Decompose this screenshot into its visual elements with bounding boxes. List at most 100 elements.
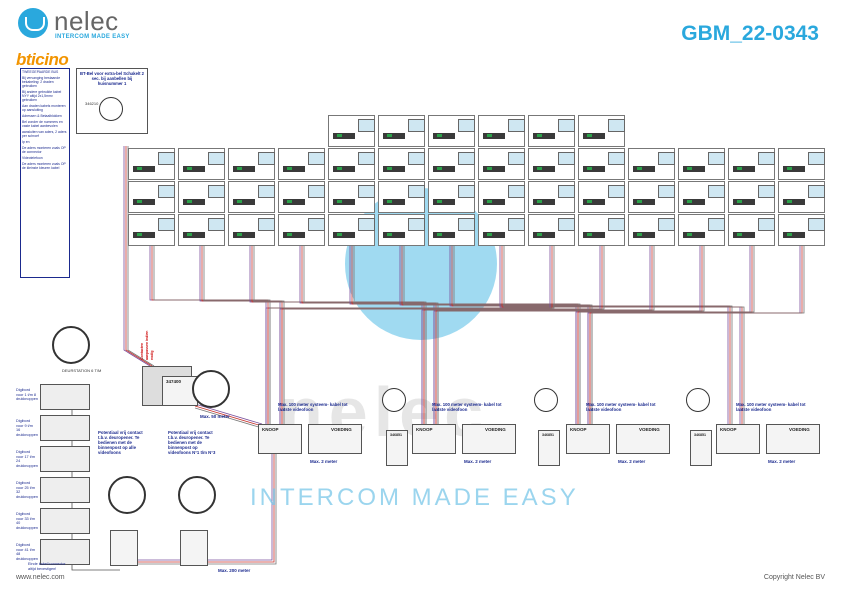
terminal-green (587, 233, 592, 236)
terminal-green (237, 167, 242, 170)
terminal-block (733, 166, 755, 172)
terminal-block (783, 166, 805, 172)
riser-wire (399, 246, 589, 424)
distributor-note: Max. 100 meter systeem- kabel tot laatst… (432, 402, 502, 412)
videophone-unit (778, 148, 825, 180)
terminal-green (337, 233, 342, 236)
videophone-unit (378, 181, 425, 213)
terminal-block (383, 232, 405, 238)
terminal-block (133, 199, 155, 205)
videophone-unit (528, 214, 575, 246)
terminal-block (433, 166, 455, 172)
entrance-module (40, 477, 90, 503)
terminal-block (483, 133, 505, 139)
terminal-green (537, 134, 542, 137)
control-zoom-icon (192, 370, 230, 408)
videophone-unit (428, 181, 475, 213)
knoop-label: KNOOP (570, 427, 587, 432)
riser-wire (435, 246, 703, 424)
terminal-green (687, 233, 692, 236)
terminal-green (637, 200, 642, 203)
riser-wire (299, 246, 435, 424)
videophone-screen (608, 218, 625, 231)
terminal-green (437, 167, 442, 170)
terminal-green (737, 167, 742, 170)
videophone-unit (178, 148, 225, 180)
videophone-screen (158, 218, 175, 231)
videophone-unit (578, 148, 625, 180)
repeater-module: 346851 (538, 430, 560, 466)
knoop-module: KNOOP (716, 424, 760, 454)
terminal-green (537, 233, 542, 236)
knoop-module: KNOOP (412, 424, 456, 454)
videophone-screen (758, 152, 775, 165)
terminal-green (137, 233, 142, 236)
videophone-screen (558, 185, 575, 198)
terminal-green (387, 200, 392, 203)
videophone-screen (508, 152, 525, 165)
power-module: VOEDING (616, 424, 670, 454)
repeater-code: 346851 (694, 433, 706, 437)
terminal-green (137, 200, 142, 203)
brand-name: nelec (54, 6, 119, 36)
videophone-screen (758, 218, 775, 231)
entrance-module (40, 384, 90, 410)
terminal-block (183, 166, 205, 172)
riser-wire (267, 246, 553, 424)
videophone-unit (278, 214, 325, 246)
legend-item: De aders monteren zoals OP de connector (22, 146, 66, 154)
videophone-screen (558, 119, 575, 132)
terminal-block (233, 166, 255, 172)
riser-wire (579, 246, 755, 424)
videophone-unit (478, 148, 525, 180)
potential-note-2: Potentiaal vrij contact t.b.v. deuropene… (168, 430, 216, 455)
terminal-block (633, 166, 655, 172)
footer-website: www.nelec.com (16, 574, 65, 581)
legend-item: Ip en (22, 140, 30, 144)
max-2-label: Max. 2 meter (464, 459, 492, 464)
videophone-screen (608, 152, 625, 165)
riser-wire (453, 246, 733, 424)
terminal-green (487, 200, 492, 203)
videophone-screen (308, 152, 325, 165)
videophone-unit (328, 214, 375, 246)
document-id: GBM_22-0343 (681, 22, 819, 45)
max-50-label: Max. 50 meter (200, 414, 230, 419)
entrance-module (40, 415, 90, 441)
repeater-zoom-icon (534, 388, 558, 412)
videophone-unit (628, 181, 675, 213)
videophone-screen (408, 218, 425, 231)
terminal-block (533, 133, 555, 139)
relay-module-1 (110, 530, 138, 566)
terminal-green (337, 167, 342, 170)
voeding-label: VOEDING (789, 427, 810, 432)
videophone-screen (458, 185, 475, 198)
videophone-screen (358, 185, 375, 198)
videophone-unit (528, 181, 575, 213)
videophone-unit (228, 148, 275, 180)
entrance-module (40, 539, 90, 565)
terminal-block (283, 166, 305, 172)
legend-item: aansluiten van aders, 2 aders per schroe… (22, 130, 67, 138)
terminal-green (637, 233, 642, 236)
terminal-block (133, 232, 155, 238)
riser-module-label: Digibord voor 9 t/m 16 drukknoppen (16, 419, 38, 437)
max-2-label: Max. 2 meter (618, 459, 646, 464)
terminal-green (587, 167, 592, 170)
terminal-green (487, 233, 492, 236)
relay-zoom-icon-1 (108, 476, 146, 514)
videophone-unit (728, 181, 775, 213)
potential-note-1: Potentiaal vrij contact t.b.v. deuropene… (98, 430, 143, 455)
riser-wire (265, 246, 551, 424)
knoop-module: KNOOP (258, 424, 302, 454)
terminal-block (683, 166, 705, 172)
videophone-unit (478, 115, 525, 147)
videophone-unit (628, 214, 675, 246)
terminal-green (787, 167, 792, 170)
terminal-block (733, 232, 755, 238)
bus-wire (194, 407, 263, 429)
legend-item: TWEEGEPAARDE BUS (22, 70, 59, 74)
watermark-circle (345, 188, 497, 340)
videophone-screen (458, 218, 475, 231)
terminal-green (587, 134, 592, 137)
